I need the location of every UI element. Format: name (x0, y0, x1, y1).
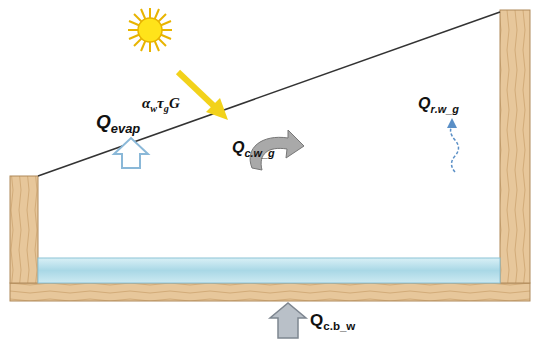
heat-flux-label: Qevap (96, 112, 140, 135)
conduction-arrow (270, 303, 306, 338)
subscript: w (254, 147, 262, 159)
subscript: e (111, 121, 118, 136)
water-layer (38, 258, 500, 283)
solar-input-label: αwτgG (142, 96, 180, 114)
subscript: p (132, 121, 140, 136)
subscript: b (333, 320, 340, 332)
heat-flux-label: Qc.b_w (310, 312, 355, 333)
subscript: a (125, 121, 132, 136)
solar-ray-arrow (178, 72, 228, 120)
subscript: w (438, 103, 446, 115)
subscript: g (268, 147, 275, 159)
symbol: Q (418, 95, 430, 112)
symbol: Q (232, 139, 244, 156)
symbol: τ (157, 95, 164, 111)
subscript: . (330, 320, 333, 332)
heat-flux-label: Qc.w_g (232, 140, 275, 159)
symbol: Q (310, 311, 323, 330)
subscript: . (251, 147, 254, 159)
subscript: _ (446, 103, 452, 115)
evaporation-arrow (114, 138, 148, 168)
subscript: . (435, 103, 438, 115)
glass-cover (38, 12, 500, 176)
left-wall (10, 176, 38, 283)
subscript: _ (262, 147, 268, 159)
sun (128, 8, 172, 52)
convection-arrow (250, 130, 304, 170)
subscript: v (118, 121, 125, 136)
symbol: Q (96, 111, 111, 132)
subscript: g (452, 103, 459, 115)
symbol: G (169, 95, 180, 111)
base-plate (10, 283, 530, 301)
radiation-arrow (447, 118, 459, 172)
subscript: _ (340, 320, 346, 332)
subscript: w (346, 320, 355, 332)
subscript: c (244, 147, 250, 159)
subscript: w (150, 103, 157, 114)
subscript: r (430, 103, 434, 115)
subscript: g (164, 103, 169, 114)
right-wall (500, 10, 530, 283)
subscript: c (323, 320, 329, 332)
symbol: α (142, 95, 150, 111)
heat-flux-label: Qr.w_g (418, 96, 459, 115)
